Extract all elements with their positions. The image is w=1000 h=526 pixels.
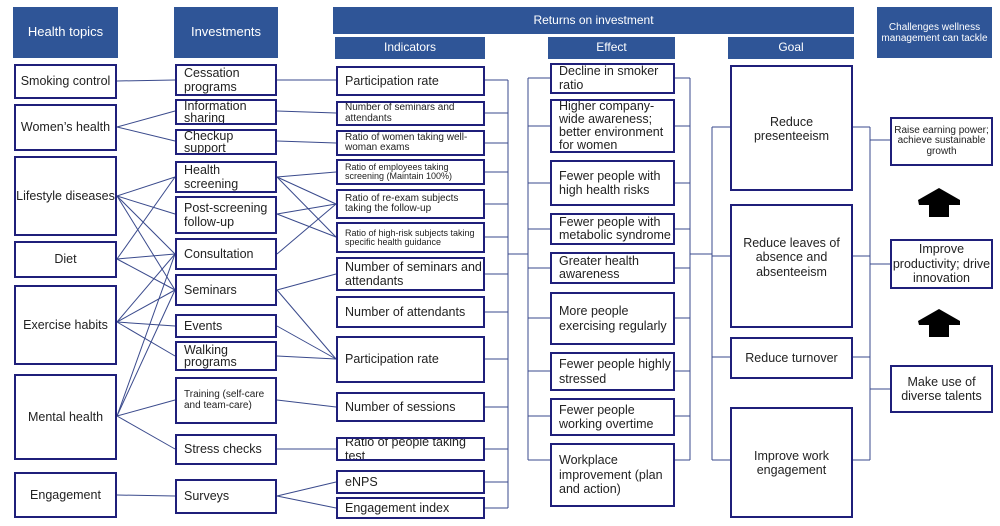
up-arrow-icon — [918, 309, 960, 325]
investment-seminars: Seminars — [175, 274, 277, 306]
investment-post-screening-follow-up: Post-screening follow-up — [175, 196, 277, 234]
indicator-number-of-sessions: Number of sessions — [336, 392, 485, 422]
indicator-number-of-attendants: Number of attendants — [336, 296, 485, 328]
investment-health-screening: Health screening — [175, 161, 277, 193]
topic-lifestyle-diseases: Lifestyle diseases — [14, 156, 117, 236]
indicator-number-of-seminars-2: Number of seminars and attendants — [336, 257, 485, 291]
effect-greater-health-awareness: Greater health awareness — [550, 252, 675, 284]
goal-reduce-presenteeism: Reduce presenteeism — [730, 65, 853, 191]
challenge-diverse-talents: Make use of diverse talents — [890, 365, 993, 413]
indicator-ratio-taking-test: Ratio of people taking test — [336, 437, 485, 461]
goal-improve-engagement-label: Improve work engagement — [753, 449, 830, 478]
investment-walking-programs: Walking programs — [175, 341, 277, 371]
investment-training: Training (self-care and team-care) — [175, 377, 277, 424]
topic-exercise-habits: Exercise habits — [14, 285, 117, 365]
indicator-enps: eNPS — [336, 470, 485, 494]
effect-fewer-overtime: Fewer people working overtime — [550, 398, 675, 436]
investment-training-label: Training (self-care and team-care) — [184, 389, 265, 411]
goal-reduce-presenteeism-label: Reduce presenteeism — [753, 115, 830, 144]
topic-mental-health: Mental health — [14, 374, 117, 460]
header-health-topics: Health topics — [13, 7, 118, 58]
indicator-ratio-high-risk: Ratio of high-risk subjects taking speci… — [336, 222, 485, 253]
effect-fewer-stressed: Fewer people highly stressed — [550, 352, 675, 391]
indicator-ratio-re-exam: Ratio of re-exam subjects taking the fol… — [336, 189, 485, 219]
topic-smoking-control: Smoking control — [14, 64, 117, 99]
effect-decline-smoker-ratio: Decline in smoker ratio — [550, 63, 675, 94]
goal-reduce-absence: Reduce leaves of absence and absenteeism — [730, 204, 853, 328]
indicator-participation-rate-2: Participation rate — [336, 336, 485, 383]
investment-stress-checks: Stress checks — [175, 434, 277, 465]
indicator-engagement-index: Engagement index — [336, 497, 485, 519]
topic-diet: Diet — [14, 241, 117, 278]
investment-information-sharing: Information sharing — [175, 99, 277, 125]
effect-fewer-high-risks: Fewer people with high health risks — [550, 160, 675, 206]
effect-workplace-improvement: Workplace improvement (plan and action) — [550, 443, 675, 507]
topic-womens-health: Women’s health — [14, 104, 117, 151]
indicator-participation-rate-1: Participation rate — [336, 66, 485, 96]
goal-reduce-absence-label: Reduce leaves of absence and absenteeism — [743, 236, 840, 279]
goal-reduce-turnover: Reduce turnover — [730, 337, 853, 379]
indicator-number-of-seminars-1: Number of seminars and attendants — [336, 101, 485, 126]
investment-cessation-programs: Cessation programs — [175, 64, 277, 96]
challenge-raise-earning-power: Raise earning power; achieve sustainable… — [890, 117, 993, 166]
goal-improve-engagement: Improve work engagement — [730, 407, 853, 518]
effect-fewer-metabolic: Fewer people with metabolic syndrome — [550, 213, 675, 245]
effect-higher-awareness: Higher company-wide awareness; better en… — [550, 99, 675, 153]
header-effect: Effect — [548, 37, 675, 59]
investment-checkup-support: Checkup support — [175, 129, 277, 155]
header-indicators: Indicators — [335, 37, 485, 59]
topic-engagement: Engagement — [14, 472, 117, 518]
up-arrow-icon — [918, 188, 960, 205]
header-returns-on-investment: Returns on investment — [333, 7, 854, 34]
header-investments: Investments — [174, 7, 278, 58]
effect-more-exercising: More people exercising regularly — [550, 292, 675, 345]
challenge-improve-productivity: Improve productivity; drive innovation — [890, 239, 993, 289]
indicator-ratio-screening: Ratio of employees taking screening (Mai… — [336, 159, 485, 185]
header-goal: Goal — [728, 37, 854, 59]
investment-consultation: Consultation — [175, 238, 277, 270]
indicator-ratio-women-exams: Ratio of women taking well-woman exams — [336, 130, 485, 156]
investment-events: Events — [175, 314, 277, 338]
header-challenges: Challenges wellness management can tackl… — [877, 7, 992, 58]
investment-surveys: Surveys — [175, 479, 277, 514]
